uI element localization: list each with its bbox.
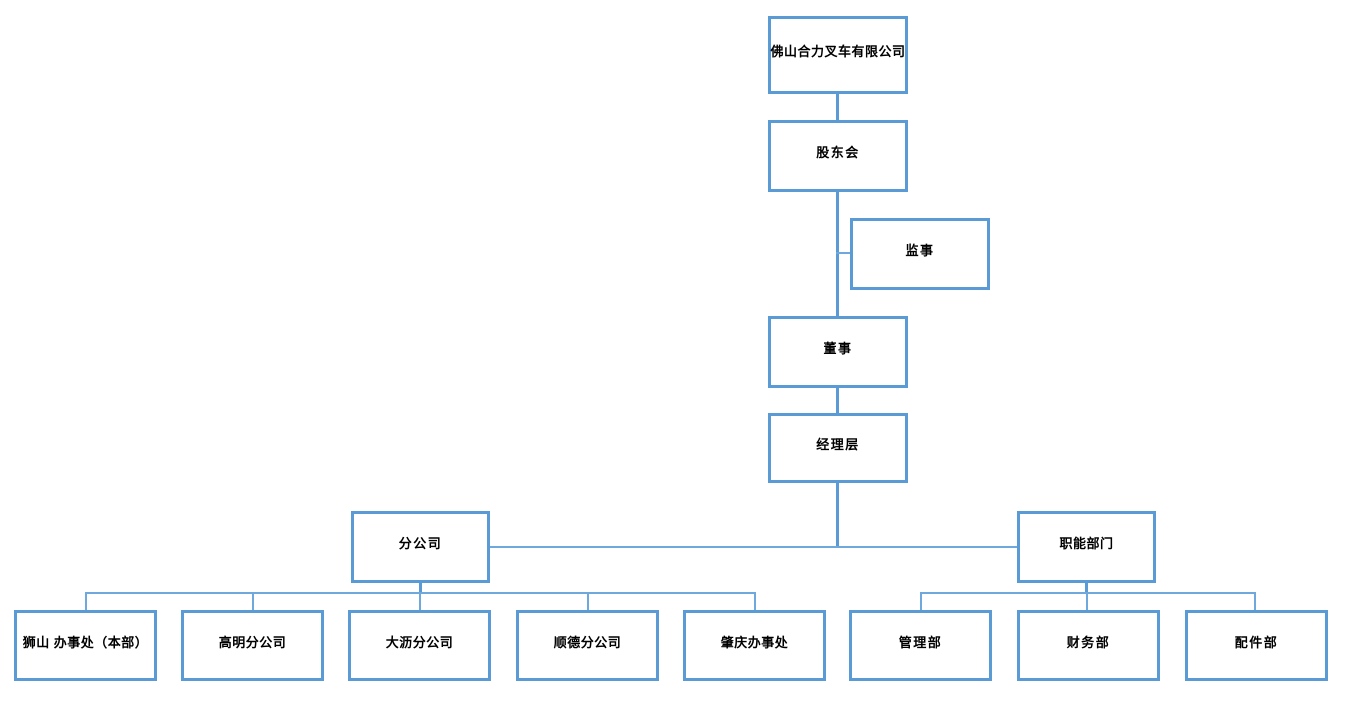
node-dali-branch[interactable]: 大沥分公司 [348,610,491,681]
node-director-label: 董事 [823,341,853,357]
connector-stub-shunde [587,592,589,611]
node-finance-dept-label: 财务部 [1066,634,1111,650]
node-management[interactable]: 经理层 [768,413,908,483]
node-branches-label: 分公司 [398,536,443,552]
connector-stub-zhaoqing [754,592,756,611]
connector-branch-functional-bus [490,546,1018,548]
node-company-label: 佛山合力叉车有限公司 [770,44,906,60]
node-functional-departments-label: 职能部门 [1059,536,1114,552]
node-supervisor-label: 监事 [905,243,935,259]
node-shishan-office[interactable]: 狮山 办事处（本部） [14,610,157,681]
node-parts-dept-label: 配件部 [1234,634,1279,650]
connector-branches-drop [419,581,422,594]
node-finance-dept[interactable]: 财务部 [1017,610,1160,681]
connector-stub-guanli [920,592,922,611]
node-shareholders[interactable]: 股东会 [768,120,908,192]
node-parts-dept[interactable]: 配件部 [1185,610,1328,681]
connector-stub-gaoming [252,592,254,611]
connector-management-drop [836,481,839,548]
node-company[interactable]: 佛山合力叉车有限公司 [768,16,908,94]
node-gaoming-branch[interactable]: 高明分公司 [181,610,324,681]
connector-functional-children-bus [920,592,1256,594]
connector-shareholders-to-director [836,190,839,318]
node-director[interactable]: 董事 [768,316,908,388]
node-zhaoqing-office[interactable]: 肇庆办事处 [683,610,826,681]
node-shishan-office-label: 狮山 办事处（本部） [22,634,149,650]
connector-director-to-management [836,386,839,415]
connector-functional-drop [1085,581,1088,594]
connector-company-to-shareholders [836,92,839,122]
node-dali-branch-label: 大沥分公司 [385,634,454,650]
node-shunde-branch-label: 顺德分公司 [553,634,622,650]
node-supervisor[interactable]: 监事 [850,218,990,290]
node-management-label: 经理层 [816,437,860,453]
node-shareholders-label: 股东会 [816,145,860,161]
node-branches[interactable]: 分公司 [351,511,490,583]
node-shunde-branch[interactable]: 顺德分公司 [516,610,659,681]
connector-stub-shishan [85,592,87,611]
node-functional-departments[interactable]: 职能部门 [1017,511,1156,583]
node-management-dept[interactable]: 管理部 [849,610,992,681]
node-gaoming-branch-label: 高明分公司 [218,634,287,650]
connector-stub-peijian [1254,592,1256,611]
node-management-dept-label: 管理部 [898,634,943,650]
connector-stub-dali [419,592,421,611]
node-zhaoqing-office-label: 肇庆办事处 [720,634,789,650]
connector-stub-caiwu [1086,592,1088,611]
connector-supervisor-stub [836,252,852,254]
